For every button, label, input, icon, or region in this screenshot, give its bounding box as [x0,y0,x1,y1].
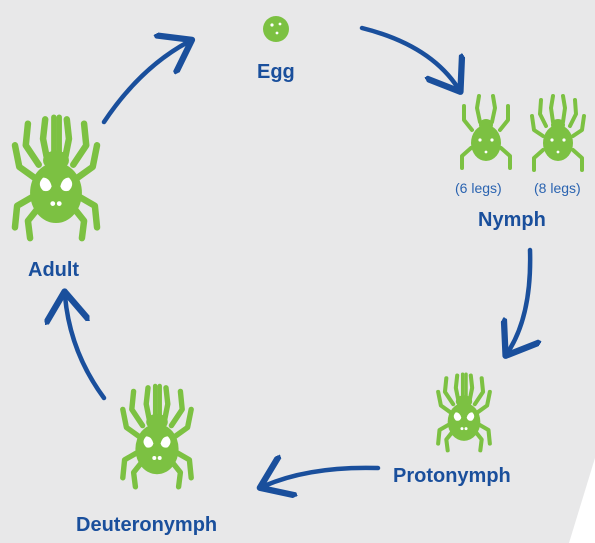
arrow-deuteronymph-to-adult-icon [65,296,104,398]
nymph-eight-legs-mite-icon [532,96,584,170]
protonymph-mite-icon [438,374,490,450]
adult-mite-icon [15,117,97,238]
protonymph-label: Protonymph [393,466,511,486]
arrow-nymph-to-protonymph-icon [508,250,530,352]
arrow-protonymph-to-deuteronymph-icon [264,468,378,486]
deuteronymph-mite-icon [123,386,191,487]
egg-icon [263,16,289,42]
nymph-six-legs-label: (6 legs) [455,181,502,195]
nymph-label: Nymph [478,210,546,230]
adult-label: Adult [28,260,79,280]
nymph-six-legs-mite-icon [462,96,510,168]
nymph-eight-legs-label: (8 legs) [534,181,581,195]
arrow-adult-to-egg-icon [104,42,188,122]
deuteronymph-label: Deuteronymph [76,515,217,535]
egg-label: Egg [257,62,295,82]
arrow-egg-to-nymph-icon [362,28,458,88]
